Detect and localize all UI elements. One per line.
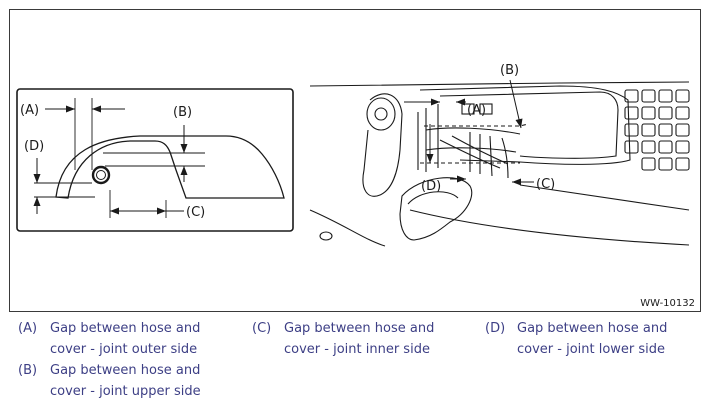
detail-inset: (A) (B) (C) (D) <box>16 88 294 232</box>
installed-view-leaders: (B) (A) (C) (D) <box>404 63 555 194</box>
callout-a: (A) <box>20 103 39 118</box>
callout-a-installed: (A) <box>467 103 486 118</box>
figure-reference-code: WW-10132 <box>640 298 695 309</box>
arrow-c-left <box>110 207 119 215</box>
arrow-a-installed-left <box>431 98 440 106</box>
callout-c-installed: (C) <box>536 177 555 192</box>
callout-d: (D) <box>24 139 44 154</box>
vent-housing <box>419 85 631 165</box>
legend-text: Gap between hose and cover - joint inner… <box>284 321 435 357</box>
figure-illustration: (A) (B) (C) (D) <box>9 9 701 312</box>
hose-body <box>399 177 473 241</box>
legend-code: (B) <box>18 363 38 378</box>
arrow-a-left <box>66 105 75 113</box>
arrow-b-bottom <box>180 166 188 175</box>
grommet <box>319 231 333 241</box>
legend-text: Gap between hose and cover - joint upper… <box>50 363 201 399</box>
legend: (A) Gap between hose and cover - joint o… <box>0 318 711 408</box>
grille-grid <box>624 89 690 171</box>
callout-d-installed: (D) <box>421 179 441 194</box>
arrow-a-installed-right <box>456 98 465 106</box>
arrow-a-right <box>92 105 101 113</box>
callout-b-installed: (B) <box>500 63 519 78</box>
arrow-b-top <box>180 144 188 153</box>
arrow-d-top <box>33 174 41 183</box>
mount-knob <box>366 97 396 131</box>
legend-code: (A) <box>18 321 38 336</box>
arrow-b-installed <box>515 118 523 128</box>
figure-frame <box>9 9 701 312</box>
arrow-d-bottom <box>33 197 41 206</box>
arrow-c-installed-left <box>457 175 466 183</box>
detail-inset-frame <box>16 88 294 232</box>
legend-code: (D) <box>485 321 506 336</box>
legend-text: Gap between hose and cover - joint lower… <box>517 321 668 357</box>
hose-joint <box>91 165 111 185</box>
legend-code: (C) <box>252 321 272 336</box>
installed-view <box>309 81 690 247</box>
arrow-c-installed-right <box>512 178 521 186</box>
callout-c: (C) <box>186 205 205 220</box>
legend-text: Gap between hose and cover - joint outer… <box>50 321 201 357</box>
cover-outline <box>55 135 285 199</box>
callout-b: (B) <box>173 105 192 120</box>
arrow-d-installed <box>426 154 434 163</box>
arrow-c-right <box>157 207 166 215</box>
